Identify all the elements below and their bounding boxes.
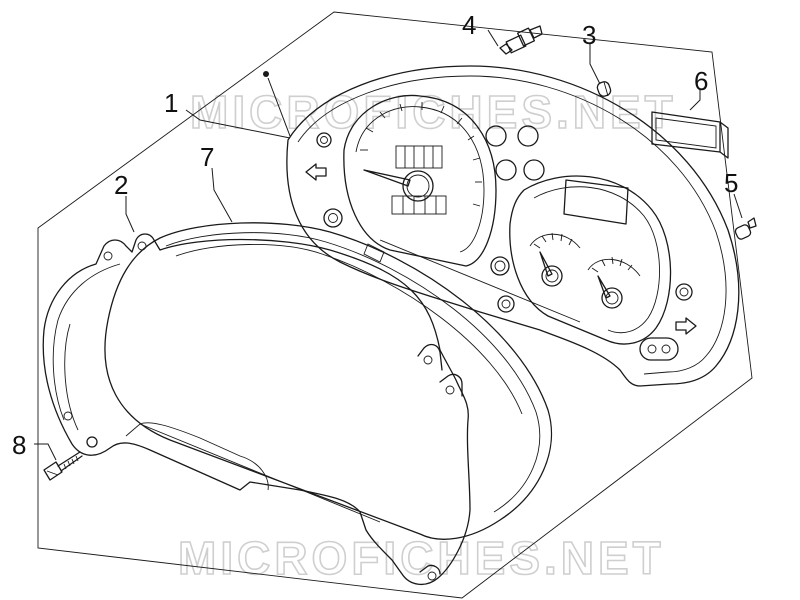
- cluster-base-frame: [42, 233, 471, 585]
- right-gauge-panel: [509, 175, 672, 345]
- lcd-display-window: [563, 179, 629, 225]
- watermark-bottom: MICROFICHES.NET: [178, 532, 665, 584]
- callout-8: 8: [12, 430, 26, 460]
- speedometer-ticks: [360, 102, 482, 207]
- callout-7: 7: [200, 142, 214, 172]
- leader-lines: [34, 29, 743, 461]
- temperature-gauge: [587, 256, 641, 309]
- bulb-socket-part-4: [499, 25, 543, 55]
- assembly-boundary: [37, 11, 753, 599]
- cluster-lens-cover: [104, 222, 553, 540]
- callout-1: 1: [164, 88, 178, 118]
- screw-part-8: [43, 451, 83, 481]
- instrument-panel: [286, 65, 740, 387]
- warning-lamps: [485, 125, 545, 313]
- bulb-part-5: [734, 217, 757, 240]
- speedometer-hub: [402, 170, 434, 202]
- left-lower-lamp: [323, 208, 343, 228]
- right-upper-lamp: [675, 283, 693, 301]
- callout-2: 2: [114, 170, 128, 200]
- callout-4: 4: [462, 10, 476, 40]
- base-mount-hole-left-a: [103, 251, 113, 261]
- panel-mount-tab: [639, 337, 679, 361]
- left-turn-arrow-icon: [305, 163, 327, 181]
- bulb-part-3: [596, 81, 612, 97]
- left-upper-lamp: [316, 132, 332, 148]
- base-screw-hole: [86, 436, 98, 448]
- watermark-top: MICROFICHES.NET: [190, 86, 677, 138]
- callout-3: 3: [582, 20, 596, 50]
- right-turn-arrow-icon: [675, 317, 697, 335]
- speedometer-needle: [363, 169, 411, 187]
- callout-5: 5: [724, 168, 738, 198]
- speedometer-dial: [343, 94, 497, 267]
- base-mount-hole-left-b: [137, 241, 147, 251]
- fuel-gauge: [529, 232, 581, 287]
- lcd-module-part-6: [651, 111, 729, 159]
- reference-dot: [263, 71, 269, 77]
- callout-6: 6: [694, 66, 708, 96]
